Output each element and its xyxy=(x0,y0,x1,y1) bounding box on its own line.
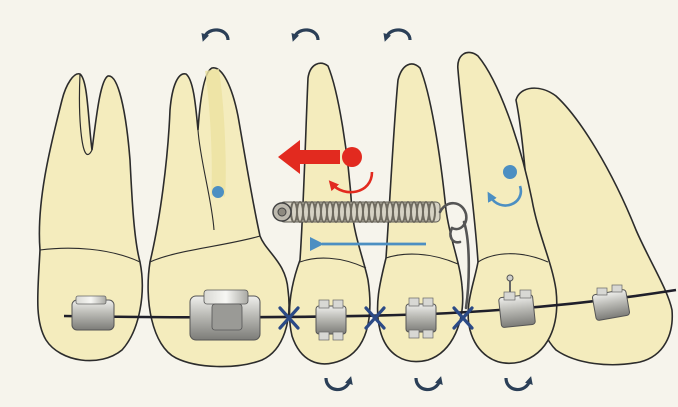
counterclockwise-curved-arrow-icon xyxy=(294,30,318,40)
molar-tube-bracket-back xyxy=(72,296,114,330)
clockwise-curved-arrow-icon xyxy=(506,378,530,390)
bracket-premolar-first xyxy=(406,298,436,338)
counterclockwise-curved-arrow-icon xyxy=(386,30,410,40)
clockwise-curved-arrow-icon xyxy=(416,378,440,390)
molar-band-bracket xyxy=(190,290,260,340)
coil-spring xyxy=(273,202,440,222)
center-of-resistance-molar xyxy=(212,186,224,198)
bracket-premolar-second xyxy=(316,300,346,340)
center-of-resistance-canine xyxy=(503,165,517,179)
counterclockwise-curved-arrow-icon xyxy=(204,30,228,40)
clockwise-curved-arrow-icon xyxy=(326,378,350,390)
